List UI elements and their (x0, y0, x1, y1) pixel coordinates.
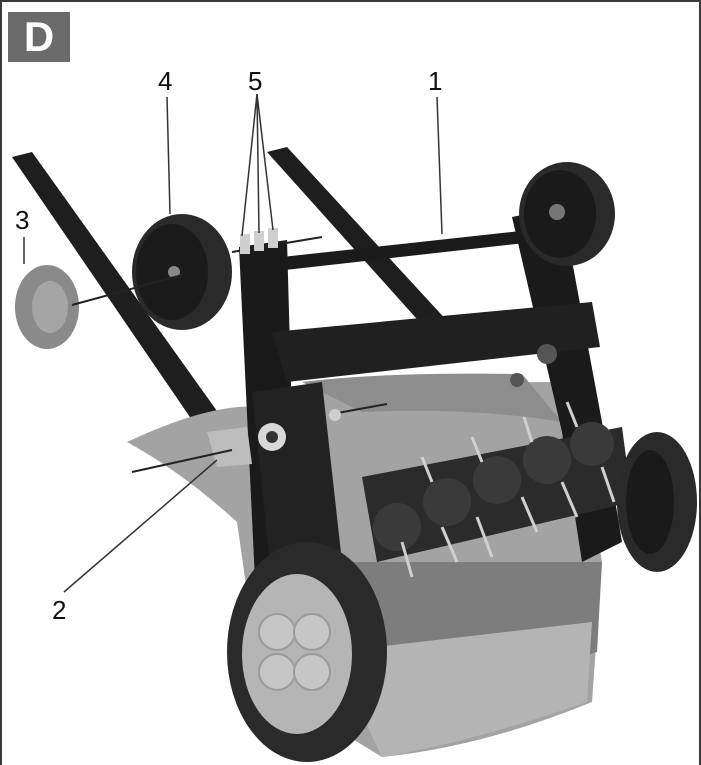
mount-bracket (131, 403, 388, 473)
callout-2: 2 (52, 595, 67, 625)
callout-5: 5 (248, 66, 263, 96)
callout-1: 1 (428, 66, 443, 96)
callout-3: 3 (15, 205, 30, 235)
axle-bolt (71, 274, 183, 306)
spacers (240, 228, 278, 254)
handle-bars (12, 147, 462, 442)
rear-wheel-right (519, 162, 615, 266)
callout-4: 4 (158, 66, 173, 96)
leader-lines (23, 93, 443, 593)
hub-cap (15, 265, 79, 349)
front-wheel-left (227, 542, 387, 762)
section-badge: D (8, 12, 70, 62)
rear-wheel-exploded (132, 214, 232, 330)
front-wheel-right (617, 432, 697, 572)
scarifier-roller (362, 401, 632, 578)
